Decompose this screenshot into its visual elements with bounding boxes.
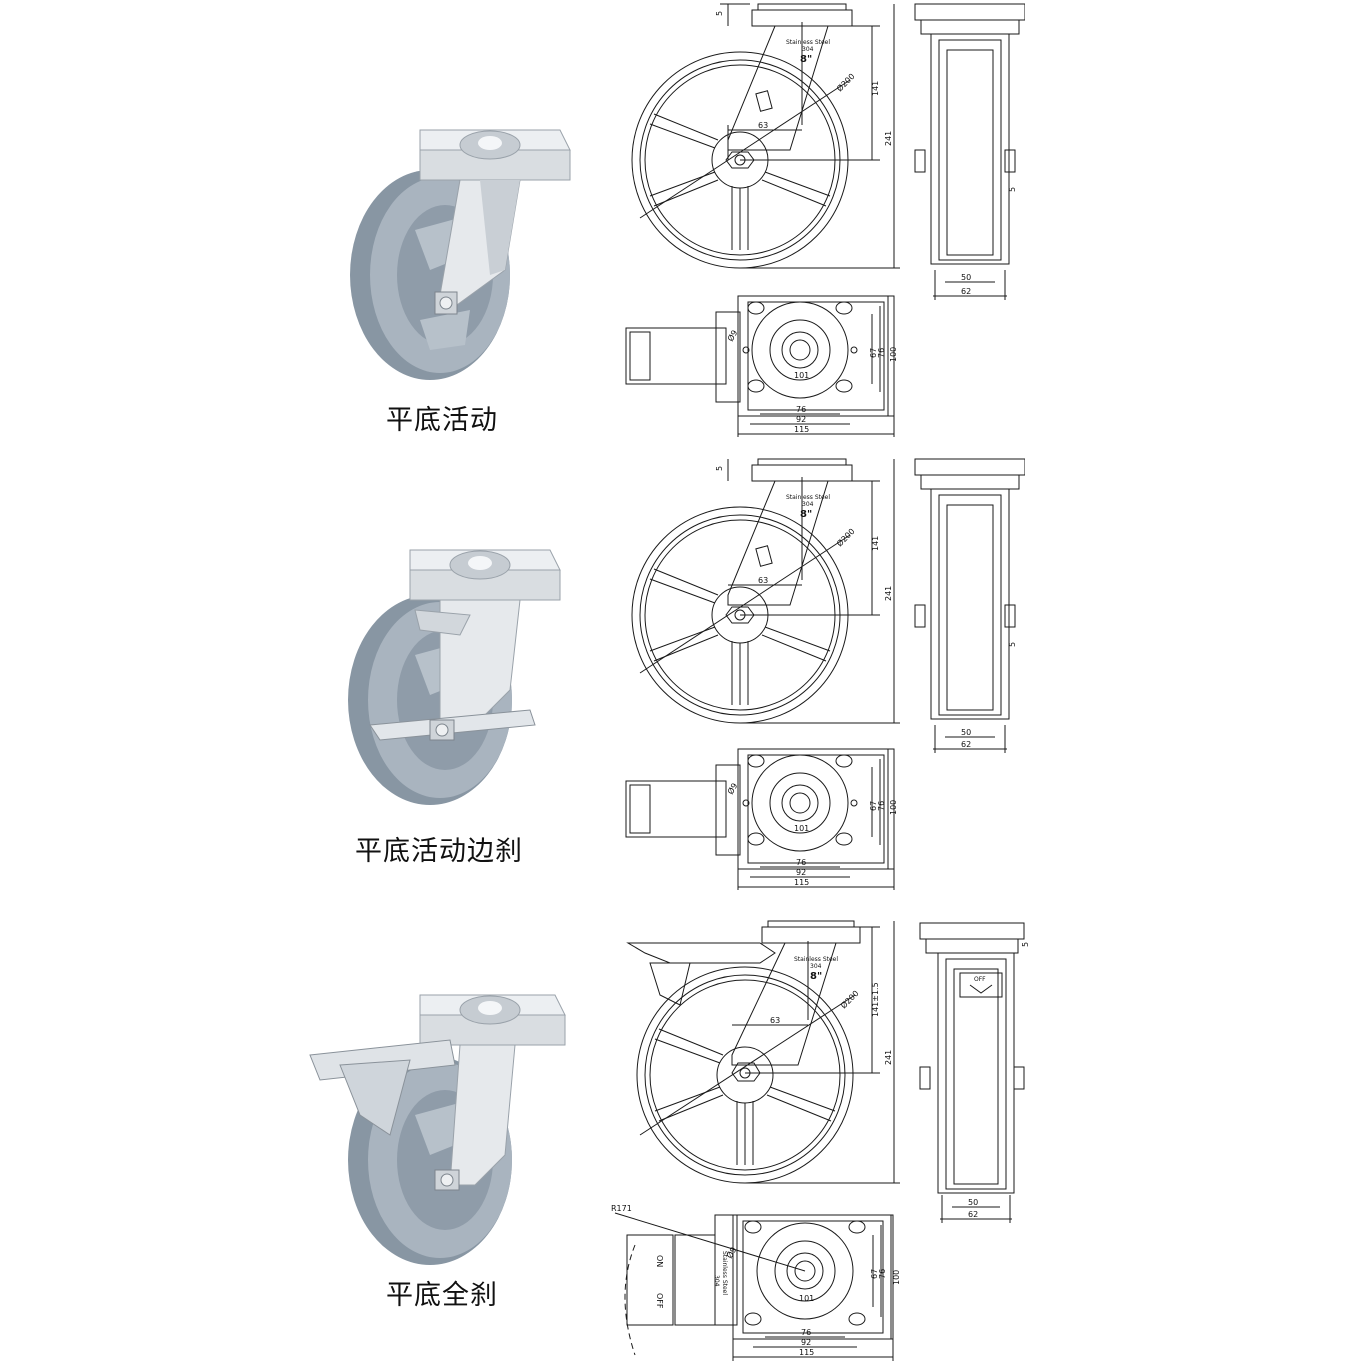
dim-top-101-3: 101 [799,1294,814,1303]
top-stamp-line2-3: 304 [713,1275,720,1287]
stamp-line2-2: 304 [802,501,814,508]
product-caption-2: 平底活动边刹 [355,836,523,867]
wheel-size-1: 8" [800,54,812,65]
dim-top-hole-1: Ø9 [725,328,739,343]
dim-h241-2: 241 [884,586,893,601]
top-view-drawing-3: R171 ON OFF Stainless Steel 304 101 76 9… [611,1204,901,1361]
dim-radius-3: R171 [611,1204,632,1213]
dim-top-100-1: 100 [889,347,898,362]
dim-h141-1: 141 [871,81,880,96]
dim-offset-3: 63 [770,1016,780,1025]
dim-front-bolt-3: 5 [1021,942,1030,947]
product-section-3: 平底全刹 Stainless Steel [0,905,1366,1366]
dim-diameter-2: Ø200 [834,526,856,548]
stamp-line2-3: 304 [810,963,822,970]
top-view-drawing-2: 101 76 92 115 67 76 100 Ø9 [625,748,898,890]
dim-top-hole-3: Ø9 [724,1245,738,1260]
dim-offset-2: 63 [758,576,768,585]
side-view-drawing-1: 5 Stainless Steel 304 8" Ø200 63 141 241 [631,3,900,269]
dim-top-115-2: 115 [794,878,809,887]
dim-top-76-2: 76 [796,858,806,867]
stamp-line1-2: Stainless Steel [786,494,830,501]
top-on-label-3: ON [655,1255,664,1267]
dim-offset-1: 63 [758,121,768,130]
wheel-size-3: 8" [810,971,822,982]
dim-front-62-1: 62 [961,287,971,296]
dim-top-101-1: 101 [794,371,809,380]
dim-front-50-3: 50 [968,1198,978,1207]
dim-h241-3: 241 [884,1050,893,1065]
front-off-label-3: OFF [974,976,986,983]
dim-top-115-3: 115 [799,1348,814,1357]
top-view-drawing-1: 101 76 92 115 67 76 100 Ø9 [625,295,898,437]
dim-top-115-1: 115 [794,425,809,434]
caster-photo-side-brake [348,549,561,805]
top-stamp-line1-3: Stainless Steel [721,1251,728,1295]
dim-h141-2: 141 [871,536,880,551]
dim-top-67-1: 67 [869,348,878,358]
stamp-line1-1: Stainless Steel [786,39,830,46]
dim-top-h76-3: 76 [878,1269,887,1279]
dim-top-100-3: 100 [892,1270,901,1285]
product-section-2: 平底活动边刹 5 Stainles [0,455,1366,895]
front-view-drawing-3: OFF 5 50 62 [919,922,1030,1223]
product-caption-3: 平底全刹 [386,1280,498,1311]
dim-top-101-2: 101 [794,824,809,833]
dim-plate-2: 5 [715,466,724,471]
stamp-line2-1: 304 [802,46,814,53]
dim-diameter-1: Ø200 [834,71,856,93]
dim-top-h76-1: 76 [877,348,886,358]
dim-top-67-2: 67 [869,801,878,811]
dim-top-hole-2: Ø9 [725,781,739,796]
dim-diameter-3: Ø200 [838,988,860,1010]
dim-front-50-2: 50 [961,728,971,737]
caster-photo-total-brake [309,994,566,1265]
dim-front-bolt-1: 5 [1008,187,1017,192]
side-view-drawing-3: Stainless Steel 304 8" Ø200 63 141±1.5 2… [626,920,900,1184]
wheel-size-2: 8" [800,509,812,520]
top-off-label-3: OFF [655,1293,664,1309]
dim-top-92-2: 92 [796,868,806,877]
dim-top-76-3: 76 [801,1328,811,1337]
dim-h241-1: 241 [884,131,893,146]
dim-top-92-1: 92 [796,415,806,424]
front-view-drawing-2: 5 50 62 [914,458,1025,753]
product-caption-1: 平底活动 [386,405,498,436]
dim-top-h76-2: 76 [877,801,886,811]
dim-front-62-3: 62 [968,1210,978,1219]
dim-top-67-3: 67 [870,1269,879,1279]
front-view-drawing-1: 5 50 62 [914,3,1025,300]
caster-photo-swivel [350,129,571,380]
side-view-drawing-2: 5 Stainless Steel 304 8" Ø200 63 141 241 [631,458,900,724]
dim-top-100-2: 100 [889,800,898,815]
dim-front-bolt-2: 5 [1008,642,1017,647]
dim-top-76-1: 76 [796,405,806,414]
dim-top-92-3: 92 [801,1338,811,1347]
dim-front-50-1: 50 [961,273,971,282]
stamp-line1-3: Stainless Steel [794,956,838,963]
dim-plate-1: 5 [715,11,724,16]
product-section-1: 平底活动 [0,0,1366,450]
dim-front-62-2: 62 [961,740,971,749]
dim-h141-3: 141±1.5 [871,982,880,1017]
